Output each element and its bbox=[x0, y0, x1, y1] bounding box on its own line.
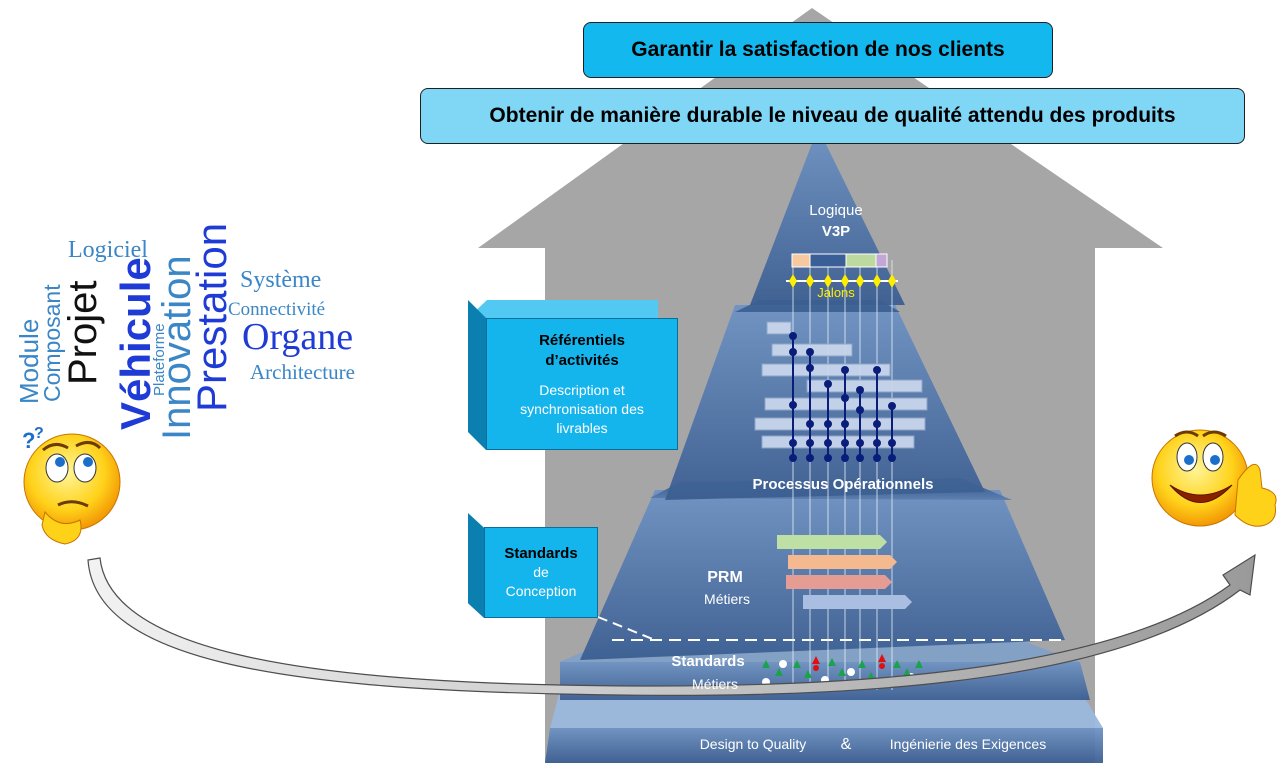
milestones-label: Jalons bbox=[817, 285, 855, 300]
standards-box-line2: de bbox=[533, 564, 549, 580]
thinking-smiley-icon: ? ? bbox=[22, 425, 121, 545]
pyramid-labels: Logique V3P Jalons Processus Opérationne… bbox=[671, 202, 1046, 753]
base-left: Design to Quality bbox=[700, 736, 807, 752]
standards-subtitle: Métiers bbox=[692, 676, 738, 692]
word-connectivite: Connectivité bbox=[228, 299, 326, 320]
sync-lines bbox=[792, 260, 893, 690]
apex-line1: Logique bbox=[809, 202, 862, 219]
goal-top-text: Garantir la satisfaction de nos clients bbox=[631, 38, 1005, 61]
standards-box-line3: Conception bbox=[505, 583, 577, 599]
processus-label: Processus Opérationnels bbox=[753, 476, 934, 493]
base-right: Ingénierie des Exigences bbox=[890, 736, 1046, 752]
word-prestation: Prestation bbox=[188, 223, 235, 412]
word-organe: Organe bbox=[242, 316, 354, 358]
svg-text:?: ? bbox=[34, 425, 44, 442]
base-amp: & bbox=[841, 736, 852, 753]
goal-top-banner: Garantir la satisfaction de nos clients bbox=[583, 22, 1053, 78]
referentiels-desc-1: Description et bbox=[539, 381, 625, 398]
word-cloud-rotated: Module Composant Projet Véhicule Platefo… bbox=[14, 223, 235, 440]
prm-title: PRM bbox=[707, 569, 743, 586]
prm-subtitle: Métiers bbox=[704, 591, 750, 607]
word-architecture: Architecture bbox=[250, 360, 355, 384]
happy-smiley-icon bbox=[1151, 429, 1277, 527]
milestones bbox=[786, 274, 898, 288]
prm-arrows bbox=[777, 535, 912, 609]
svg-text:?: ? bbox=[22, 428, 35, 453]
word-module: Module bbox=[14, 319, 44, 404]
referentiels-title-1: Référentiels bbox=[539, 331, 625, 349]
word-composant: Composant bbox=[39, 284, 65, 402]
goal-second-text: Obtenir de manière durable le niveau de … bbox=[489, 104, 1176, 127]
word-logiciel: Logiciel bbox=[68, 237, 148, 263]
apex-line2: V3P bbox=[822, 223, 850, 240]
word-systeme: Système bbox=[240, 267, 322, 293]
process-network bbox=[789, 332, 896, 462]
standards-box: Standards de Conception bbox=[468, 513, 598, 618]
progress-arrow bbox=[87, 553, 1256, 696]
word-projet: Projet bbox=[61, 281, 105, 386]
referentiels-desc-2: synchronisation des bbox=[520, 400, 644, 417]
standards-title: Standards bbox=[671, 653, 744, 670]
standards-box-title: Standards bbox=[504, 545, 578, 562]
referentiels-title-2: d’activités bbox=[545, 351, 619, 369]
word-plateforme: Plateforme bbox=[151, 323, 168, 396]
v3p-phase-bar bbox=[791, 253, 888, 268]
referentiels-box: Référentiels d’activités Description et … bbox=[468, 300, 678, 450]
word-innovation: Innovation bbox=[155, 255, 199, 440]
referentiels-desc-3: livrables bbox=[556, 419, 608, 436]
goal-second-banner: Obtenir de manière durable le niveau de … bbox=[420, 88, 1245, 144]
word-vehicule: Véhicule bbox=[112, 257, 159, 430]
